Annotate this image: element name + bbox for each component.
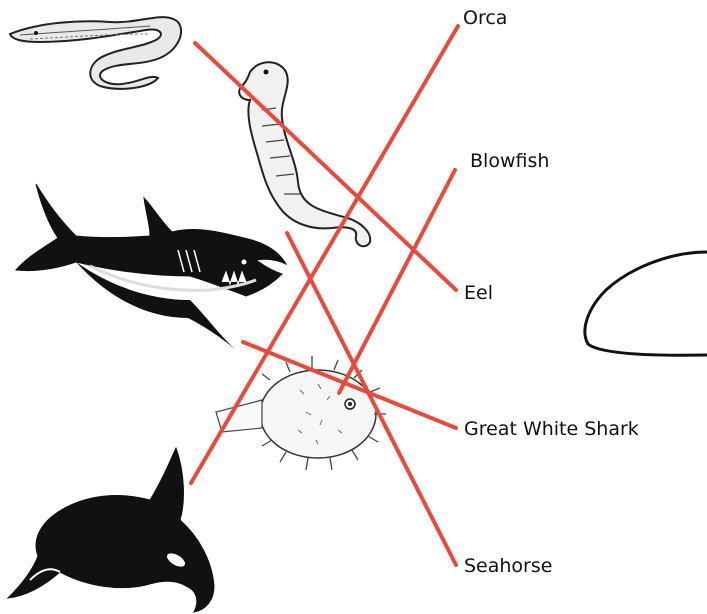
eel-icon [10, 17, 181, 89]
shark-icon [16, 184, 286, 350]
drawn-outline-shape [585, 252, 707, 355]
seahorse-icon [239, 62, 370, 246]
label-eel: Eel [464, 282, 493, 304]
label-blowfish: Blowfish [470, 150, 549, 172]
label-seahorse: Seahorse [464, 555, 552, 577]
matching-lines [191, 26, 458, 565]
label-great-white-shark: Great White Shark [464, 418, 639, 440]
orca-icon [8, 448, 214, 612]
label-orca: Orca [463, 7, 507, 29]
